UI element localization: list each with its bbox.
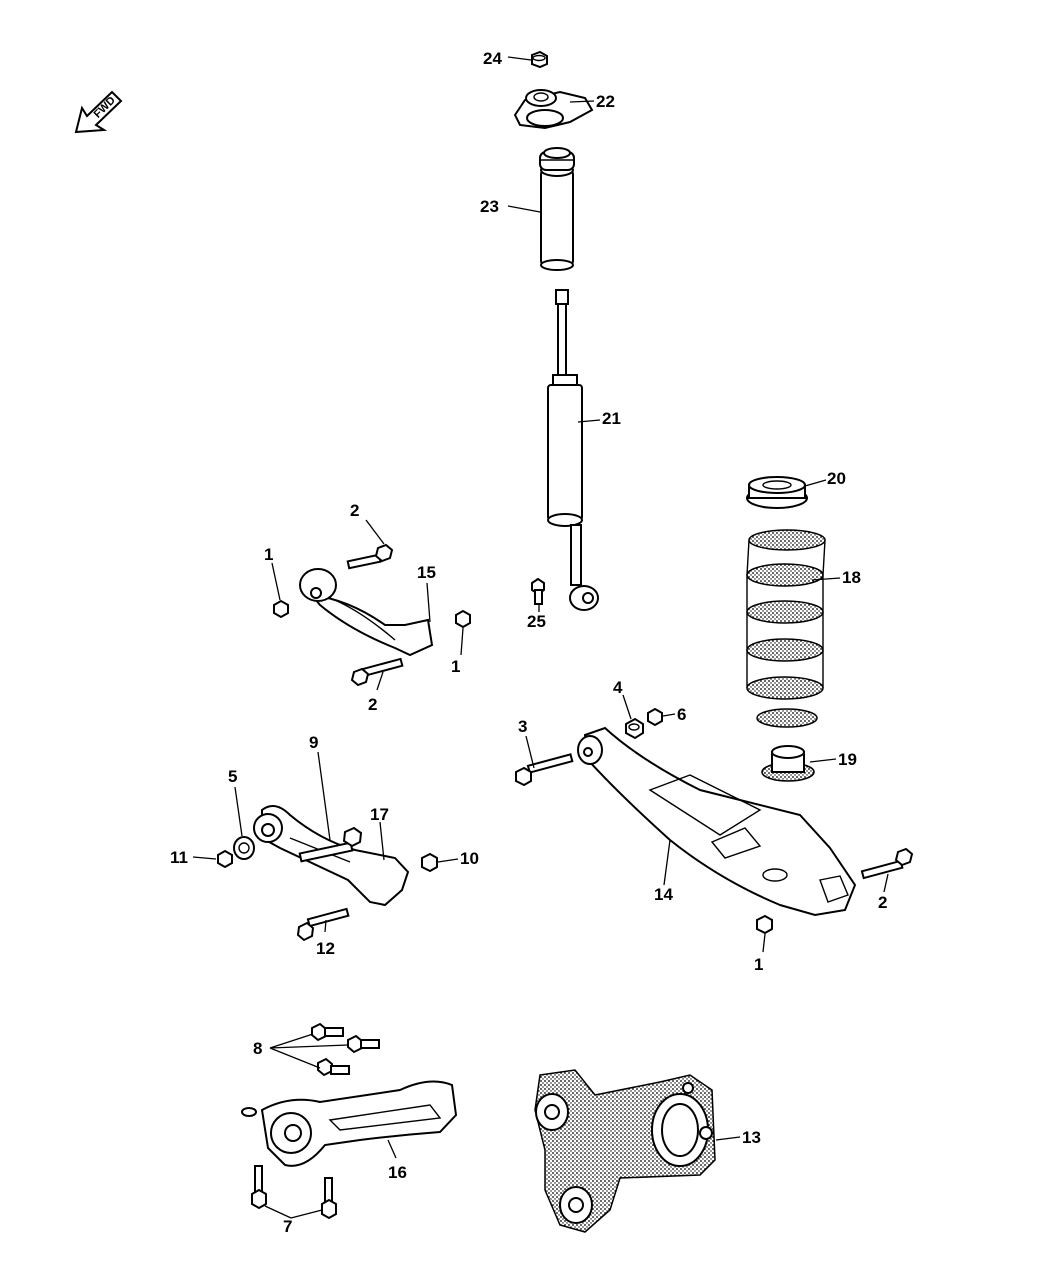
part-2-bolt-right bbox=[860, 847, 914, 880]
part-15-upper-control-arm bbox=[299, 568, 434, 657]
part-9-bolt bbox=[298, 826, 363, 863]
callout-23: 23 bbox=[480, 197, 499, 216]
callout-1b: 1 bbox=[451, 657, 460, 676]
callout-18: 18 bbox=[842, 568, 861, 587]
part-23-dust-boot bbox=[539, 147, 575, 271]
fwd-arrow-icon: FWD bbox=[74, 90, 123, 134]
callout-1c: 1 bbox=[754, 955, 763, 974]
callout-12: 12 bbox=[316, 939, 335, 958]
callout-19: 19 bbox=[838, 750, 857, 769]
part-10-nut bbox=[421, 852, 438, 873]
part-21-shock-absorber bbox=[547, 289, 599, 611]
part-17-link-arm bbox=[253, 805, 410, 907]
part-13-knuckle bbox=[534, 1069, 716, 1233]
callout-7: 7 bbox=[283, 1217, 292, 1236]
callout-17: 17 bbox=[370, 805, 389, 824]
part-20-upper-spring-seat bbox=[746, 476, 808, 509]
part-12-bolt bbox=[296, 907, 350, 942]
callout-3: 3 bbox=[518, 717, 527, 736]
part-2-bolt-upper bbox=[346, 543, 394, 570]
callout-22: 22 bbox=[596, 92, 615, 111]
callout-9: 9 bbox=[309, 733, 318, 752]
part-6-nut bbox=[647, 707, 663, 727]
part-8-bolts bbox=[311, 1022, 380, 1077]
callout-5: 5 bbox=[228, 767, 237, 786]
callout-2b: 2 bbox=[368, 695, 377, 714]
callout-2a: 2 bbox=[350, 501, 359, 520]
part-14-lower-control-arm bbox=[577, 726, 857, 917]
callout-1a: 1 bbox=[264, 545, 273, 564]
part-18-coil-spring bbox=[746, 529, 826, 728]
part-16-trailing-arm bbox=[241, 1080, 458, 1167]
callout-21: 21 bbox=[602, 409, 621, 428]
part-1-nut-right bbox=[455, 609, 471, 629]
callout-24: 24 bbox=[483, 49, 502, 68]
callout-20: 20 bbox=[827, 469, 846, 488]
callout-8: 8 bbox=[253, 1039, 262, 1058]
part-5-cam-bolt-washer bbox=[233, 836, 255, 860]
callout-25: 25 bbox=[527, 612, 546, 631]
callout-16: 16 bbox=[388, 1163, 407, 1182]
part-1-nut-lower bbox=[756, 914, 773, 935]
part-1-nut-left bbox=[273, 599, 289, 619]
callout-13: 13 bbox=[742, 1128, 761, 1147]
callout-4: 4 bbox=[613, 678, 623, 697]
callout-10: 10 bbox=[460, 849, 479, 868]
part-25-bolt bbox=[531, 577, 545, 605]
callout-11: 11 bbox=[170, 848, 188, 867]
part-11-nut bbox=[217, 849, 233, 869]
callout-6: 6 bbox=[677, 705, 686, 724]
part-4-cam-washer bbox=[625, 717, 644, 740]
part-19-lower-isolator bbox=[761, 745, 815, 782]
callout-2c: 2 bbox=[878, 893, 887, 912]
part-3-bolt bbox=[515, 753, 574, 787]
part-24-nut bbox=[531, 50, 548, 69]
callout-15: 15 bbox=[417, 563, 436, 582]
part-22-upper-mount bbox=[513, 89, 594, 130]
callout-14: 14 bbox=[654, 885, 673, 904]
part-2-bolt-lower bbox=[350, 657, 404, 687]
part-7-bolts bbox=[251, 1165, 337, 1220]
